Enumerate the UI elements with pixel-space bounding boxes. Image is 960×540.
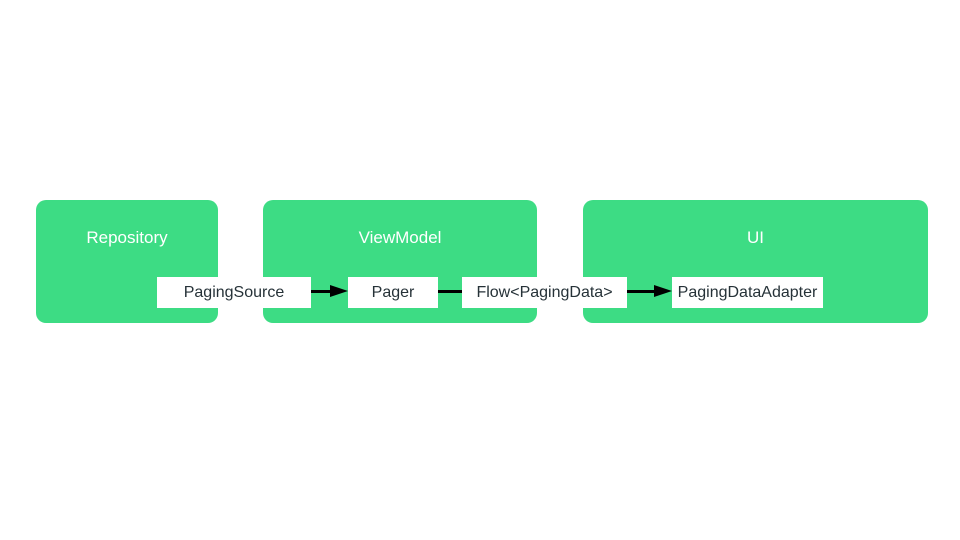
group-title-repository: Repository: [86, 228, 168, 247]
node-paging-data-adapter: PagingDataAdapter: [672, 277, 823, 308]
arrowhead-icon: [330, 285, 348, 297]
group-title-viewmodel: ViewModel: [358, 228, 442, 247]
connector-flow-to-adapter: [627, 290, 656, 293]
arrowhead-icon: [654, 285, 672, 297]
connector-pager-to-flow: [438, 290, 462, 293]
group-box-repository: Repository: [36, 200, 218, 323]
group-title-ui: UI: [747, 228, 764, 247]
node-paging-source: PagingSource: [157, 277, 311, 308]
node-flow-paging-data: Flow<PagingData>: [462, 277, 627, 308]
connector-pagingsource-to-pager: [311, 290, 333, 293]
node-pager: Pager: [348, 277, 438, 308]
